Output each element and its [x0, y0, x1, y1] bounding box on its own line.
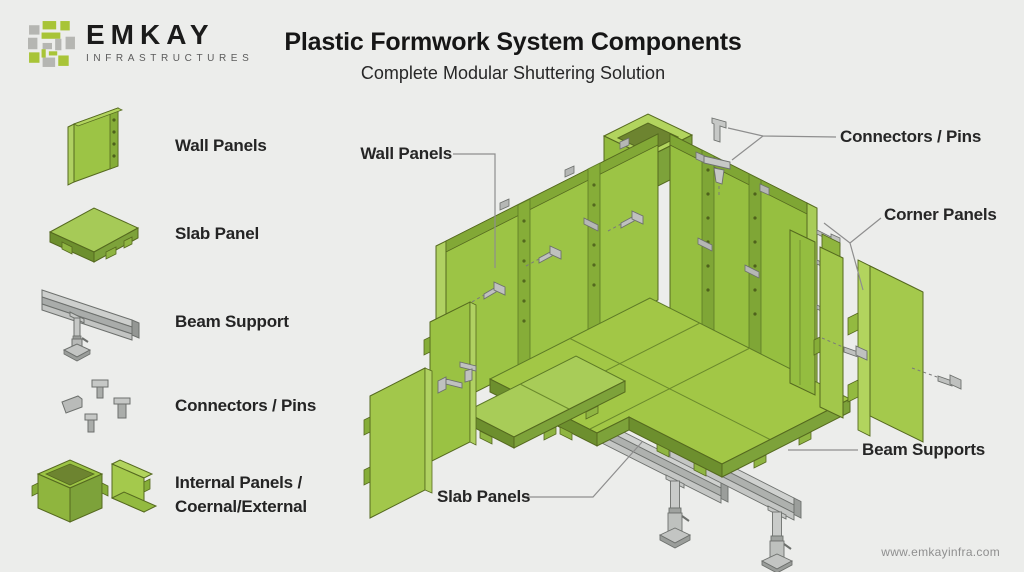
loose-fasteners — [437, 361, 477, 394]
connectors-pins-icon — [61, 379, 131, 433]
corner-panels-icon — [31, 459, 158, 523]
sidebar-item-internal-panels-line1: Internal Panels / — [175, 473, 302, 492]
website-url: www.emkayinfra.com — [881, 545, 1000, 559]
corner-panel-pieces — [789, 229, 924, 443]
floating-slab-panel — [463, 355, 627, 449]
sidebar-item-beam-support: Beam Support — [175, 312, 289, 331]
beam-support-icon — [41, 289, 140, 362]
brand-name: EMKAY — [86, 19, 215, 50]
callout-slab-panels: Slab Panels — [437, 487, 531, 506]
right-wall-panels — [669, 133, 841, 387]
connector-pins — [703, 117, 731, 198]
left-wall-panels — [435, 133, 659, 413]
slab-panel-icon — [48, 207, 140, 263]
floating-bolts — [471, 210, 962, 390]
sidebar-item-wall-panels: Wall Panels — [175, 136, 267, 155]
callout-connectors-pins: Connectors / Pins — [840, 127, 982, 146]
sidebar-item-internal-panels-line2: Coernal/External — [175, 497, 307, 516]
slab-floor — [488, 297, 852, 478]
page-subtitle: Complete Modular Shuttering Solution — [360, 63, 666, 83]
adjustable-props — [658, 474, 794, 572]
brand-tagline: INFRASTRUCTURES — [86, 53, 254, 64]
callout-corner-panels: Corner Panels — [884, 205, 997, 224]
sidebar-item-connectors-pins: Connectors / Pins — [175, 396, 317, 415]
page-title: Plastic Formwork System Components — [284, 28, 742, 56]
emkay-logo-icon — [28, 21, 75, 67]
callout-wall-panels: Wall Panels — [360, 144, 452, 163]
callout-beam-supports: Beam Supports — [862, 440, 986, 459]
callout-leader-lines — [453, 127, 882, 498]
detached-left-panels — [363, 301, 477, 519]
wall-panel-icon — [67, 107, 124, 186]
sidebar-item-slab-panel: Slab Panel — [175, 224, 259, 243]
formwork-assembly-diagram — [363, 113, 962, 572]
brand-logo: EMKAY INFRASTRUCTURES — [28, 20, 253, 68]
page-header: Plastic Formwork System Components Compl… — [248, 28, 778, 84]
